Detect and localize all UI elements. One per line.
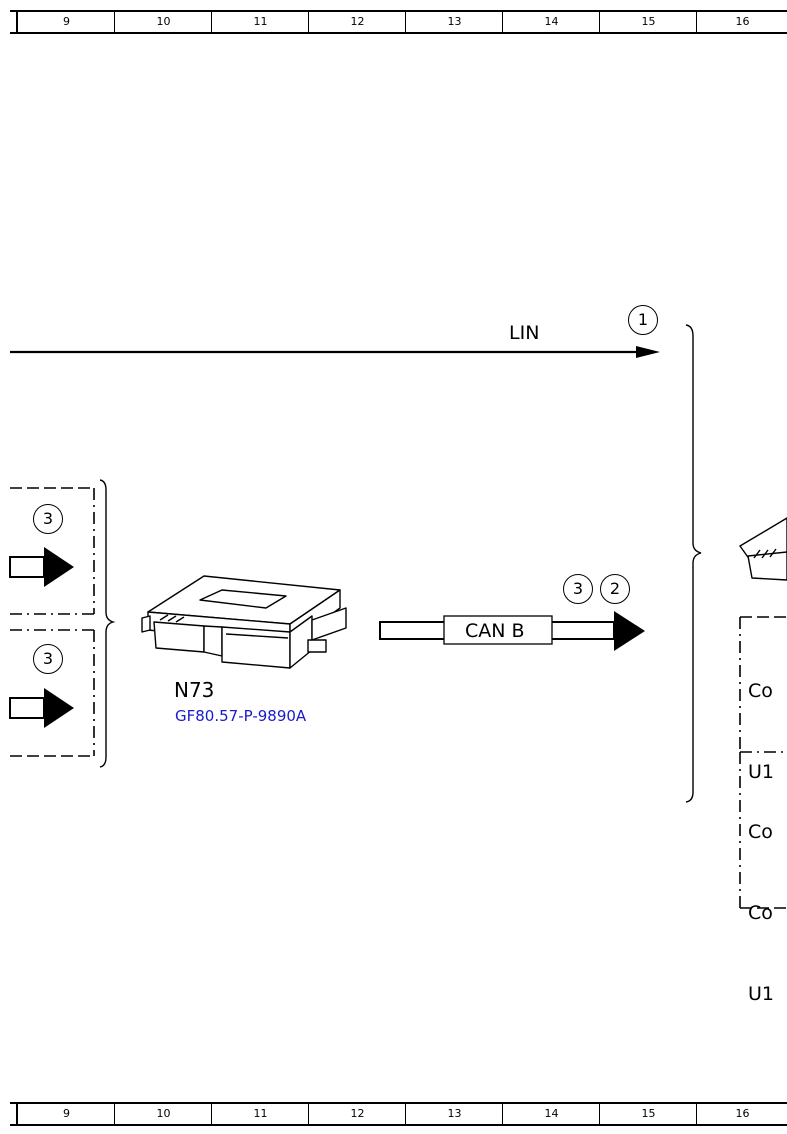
right-upper-line-2: U1 (748, 761, 774, 783)
top-column-ruler: 9 10 11 12 13 14 15 16 (10, 10, 787, 34)
ruler-col-11: 11 (211, 12, 309, 32)
left-upper-box (10, 487, 95, 615)
ruler-col-16: 16 (696, 1104, 787, 1124)
ruler-col-14: 14 (502, 12, 600, 32)
right-lower-box (739, 752, 787, 909)
left-lower-arrow-icon (9, 688, 74, 728)
ruler-col-12: 12 (308, 12, 406, 32)
left-brace (99, 479, 116, 768)
canb-signal-label: CAN B (465, 620, 525, 642)
ruler-start-tick (16, 1104, 17, 1124)
ruler-col-15: 15 (599, 12, 697, 32)
right-brace (685, 324, 702, 803)
ruler-col-9: 9 (17, 12, 115, 32)
ruler-col-16: 16 (696, 12, 787, 32)
right-control-unit-icon (739, 517, 787, 581)
ruler-col-12: 12 (308, 1104, 406, 1124)
ruler-col-11: 11 (211, 1104, 309, 1124)
component-code: N73 (174, 678, 215, 702)
left-upper-ref-circle: 3 (33, 504, 63, 534)
right-lower-line-2: Co (748, 902, 773, 924)
lin-arrow-icon (10, 346, 660, 358)
right-lower-line-3: U1 (748, 983, 774, 1005)
lin-ref-circle: 1 (628, 305, 658, 335)
ruler-col-13: 13 (405, 1104, 503, 1124)
ruler-col-15: 15 (599, 1104, 697, 1124)
canb-arrow-icon (379, 611, 645, 651)
control-unit-icon (141, 575, 347, 669)
lin-signal-label: LIN (509, 322, 540, 344)
right-upper-box-text: Co U1 (748, 624, 787, 813)
left-lower-ref-circle: 3 (33, 644, 63, 674)
ruler-col-10: 10 (114, 1104, 212, 1124)
document-link[interactable]: GF80.57-P-9890A (175, 707, 307, 725)
bottom-column-ruler: 9 10 11 12 13 14 15 16 (10, 1102, 787, 1126)
right-upper-line-1: Co (748, 680, 773, 702)
ruler-col-13: 13 (405, 12, 503, 32)
right-upper-box (739, 616, 787, 753)
right-lower-box-text: Co Co U1 (748, 765, 787, 1035)
right-lower-line-1: Co (748, 821, 773, 843)
left-lower-box (10, 629, 95, 757)
left-upper-arrow-icon (9, 547, 74, 587)
ruler-col-14: 14 (502, 1104, 600, 1124)
ruler-start-tick (16, 12, 17, 32)
ruler-col-9: 9 (17, 1104, 115, 1124)
canb-ref-circle-1: 3 (563, 574, 593, 604)
canb-ref-circle-2: 2 (600, 574, 630, 604)
ruler-col-10: 10 (114, 12, 212, 32)
